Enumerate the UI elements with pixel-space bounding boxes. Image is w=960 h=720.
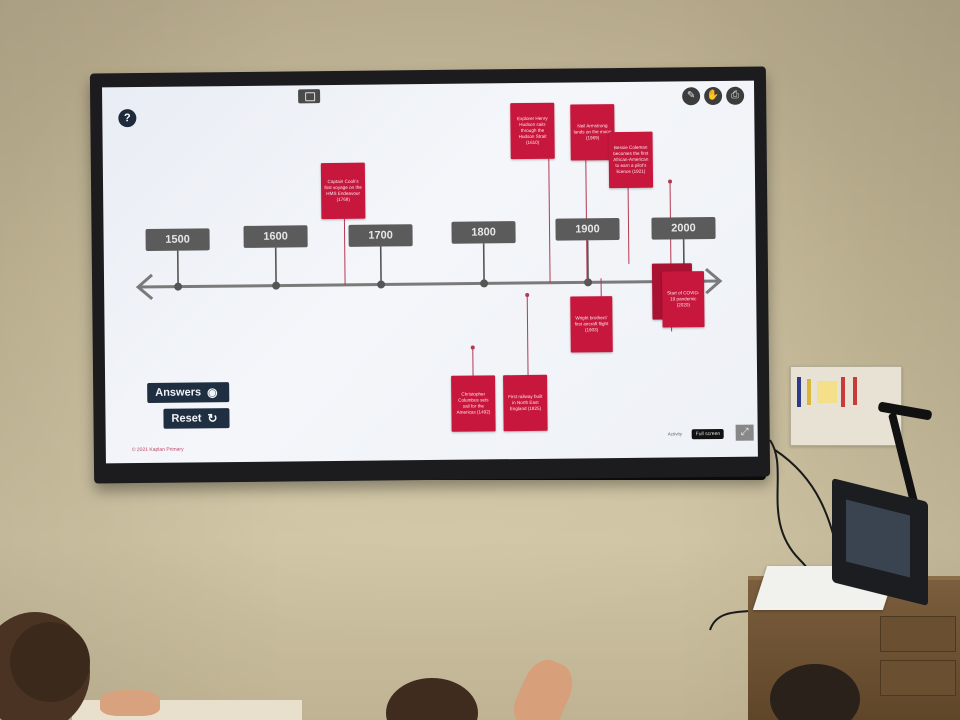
student-head: [10, 622, 90, 702]
axis-right-arrow: [704, 267, 723, 295]
timeline-activity-screen: ? ✎ ✋ ⎙ 1500 1600 1700 1800 1900 2000 Ca…: [102, 80, 758, 464]
timeline-axis: [138, 279, 721, 289]
cabinet-drawer: [880, 616, 956, 652]
wall-mounted-tv: ? ✎ ✋ ⎙ 1500 1600 1700 1800 1900 2000 Ca…: [89, 66, 771, 484]
laptop-screen: [846, 499, 910, 578]
event-dots: [470, 179, 673, 350]
cabinet-drawer: [880, 660, 956, 696]
axis-left-arrow: [135, 273, 154, 301]
student-head: [770, 664, 860, 720]
student-hand: [100, 690, 160, 716]
